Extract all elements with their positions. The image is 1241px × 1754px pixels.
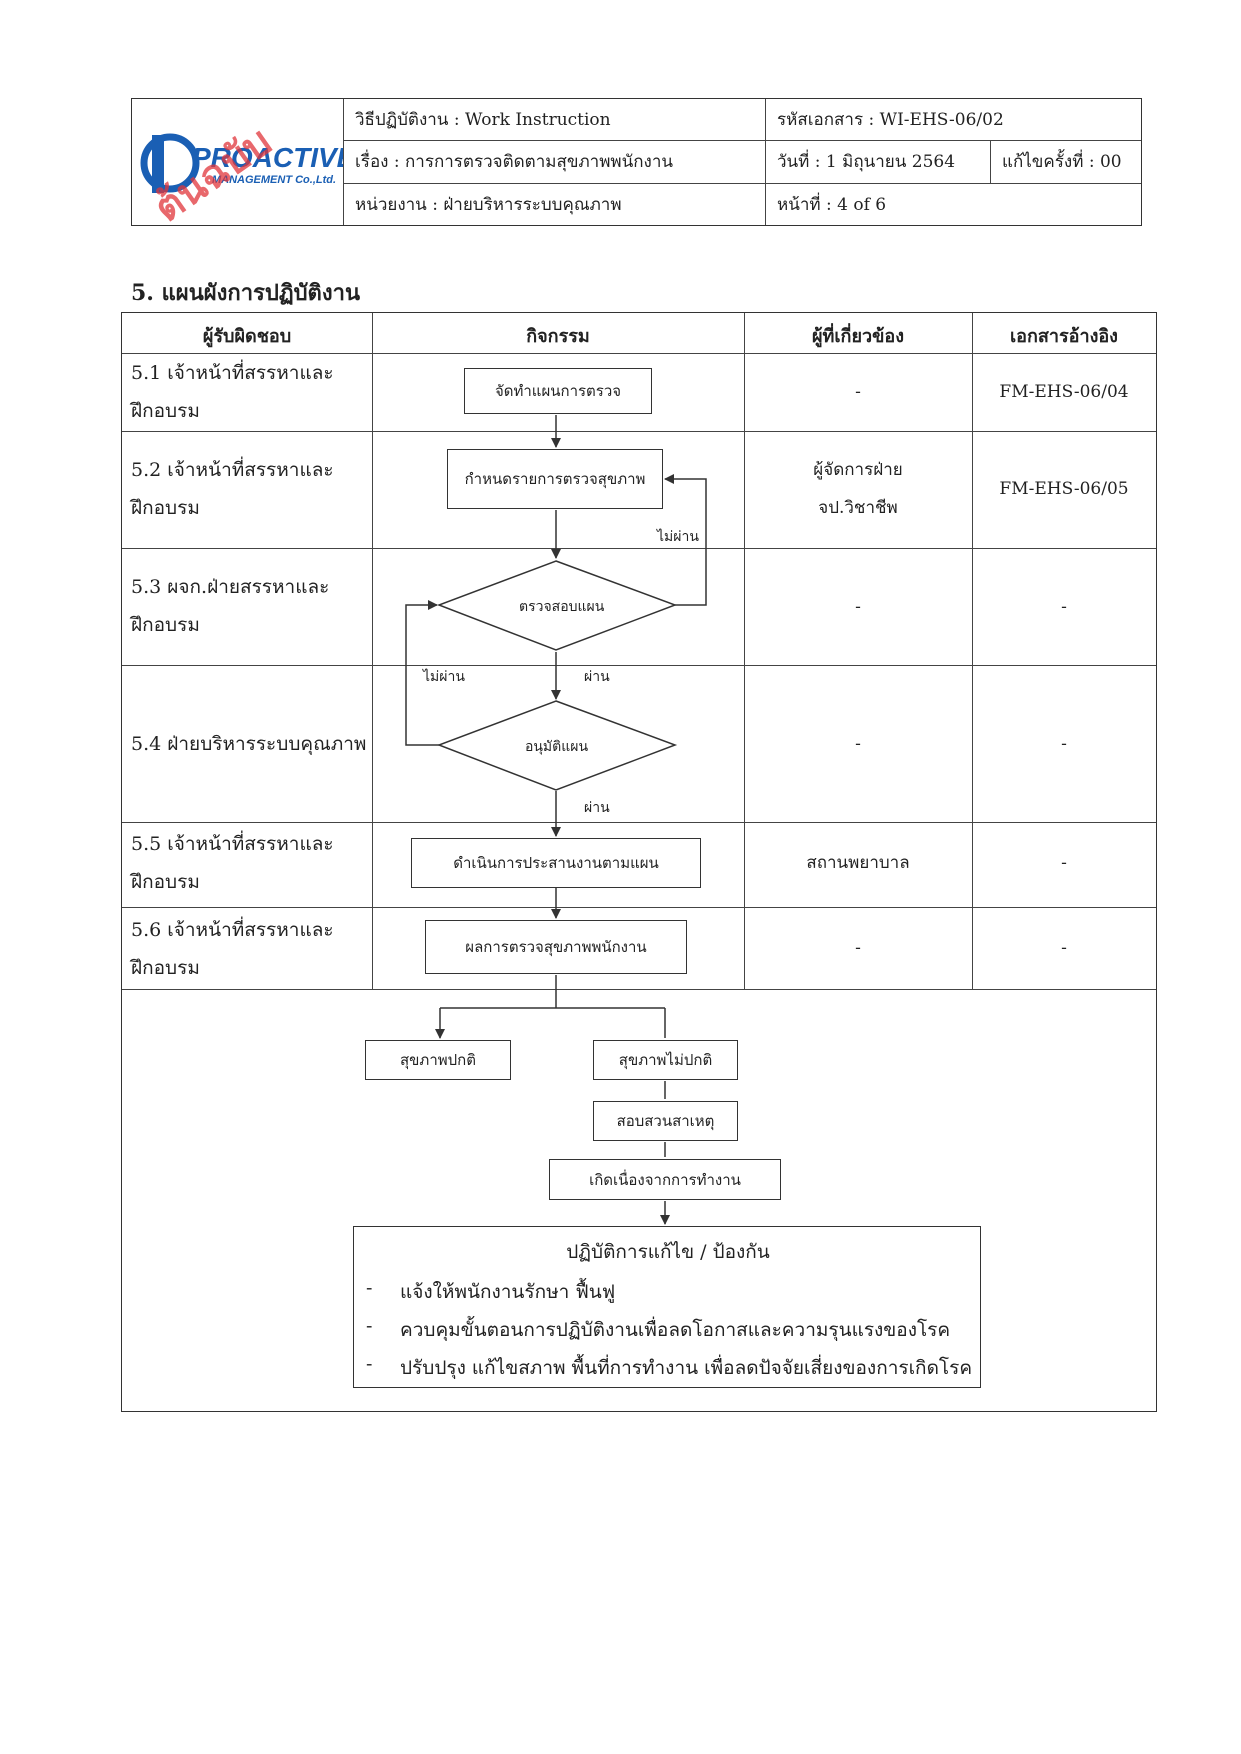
header-divider [990,141,991,183]
column-divider [972,313,973,989]
workflow-table: ผู้รับผิดชอบ กิจกรรม ผู้ที่เกี่ยวข้อง เอ… [121,312,1157,1412]
action-item-1: แจ้งให้พนักงานรักษา ฟื้นฟู [400,1281,616,1303]
corrective-action-title: ปฏิบัติการแก้ไข / ป้องกัน [566,1241,770,1263]
action-bullet: - [366,1315,373,1337]
responsible-5-2: 5.2 เจ้าหน้าที่สรรหาและ ฝึกอบรม [131,459,334,519]
document-code: รหัสเอกสาร : WI-EHS-06/02 [777,110,1004,130]
revision-number: แก้ไขครั้งที่ : 00 [1002,152,1122,172]
responsible-5-3: 5.3 ผจก.ฝ่ายสรรหาและ ฝึกอบรม [131,576,330,636]
header-reference: เอกสารอ้างอิง [1010,326,1118,347]
decision2-fail-label: ไม่ผ่าน [423,669,465,685]
row-divider [122,665,1156,666]
subject-label: เรื่อง : การการตรวจติดตามสุขภาพพนักงาน [355,152,674,172]
related-5-2: ผู้จัดการฝ่าย จป.วิชาชีพ [813,460,903,518]
related-5-6: - [855,938,861,958]
header-activity: กิจกรรม [526,326,590,347]
arrow-decision1-fail [664,474,707,606]
reference-5-5: - [1061,853,1067,873]
header-related: ผู้ที่เกี่ยวข้อง [811,326,905,347]
row-divider [122,907,1156,908]
page-number: หน้าที่ : 4 of 6 [777,195,887,215]
decision1-pass-label: ผ่าน [584,669,610,685]
decision1-diamond [436,560,678,651]
decision1-fail-label: ไม่ผ่าน [657,529,699,545]
company-logo: PROACTIVE MANAGEMENT Co.,Ltd. ต้นฉบับ [132,99,357,232]
step2-box: กำหนดรายการตรวจสุขภาพ [447,449,663,509]
action-item-2: ควบคุมขั้นตอนการปฏิบัติงานเพื่อลดโอกาสแล… [400,1319,951,1341]
header-divider [765,99,766,225]
related-5-1: - [855,382,861,402]
step5-box: ดำเนินการประสานงานตามแผน [411,838,701,888]
work-related-box: เกิดเนื่องจากการทำงาน [549,1159,781,1200]
reference-5-6: - [1061,938,1067,958]
responsible-5-6: 5.6 เจ้าหน้าที่สรรหาและ ฝึกอบรม [131,919,334,979]
action-item-3: ปรับปรุง แก้ไขสภาพ พื้นที่การทำงาน เพื่อ… [400,1357,973,1379]
action-bullet: - [366,1277,373,1299]
reference-5-2: FM-EHS-06/05 [999,479,1129,499]
row-divider [122,431,1156,432]
arrow-decision2-fail [405,600,439,746]
responsible-5-5: 5.5 เจ้าหน้าที่สรรหาและ ฝึกอบรม [131,833,334,893]
step1-box: จัดทำแผนการตรวจ [464,368,652,414]
procedure-label: วิธีปฏิบัติงาน : Work Instruction [355,110,611,130]
document-date: วันที่ : 1 มิถุนายน 2564 [777,152,956,172]
document-header: PROACTIVE MANAGEMENT Co.,Ltd. ต้นฉบับ วิ… [131,98,1142,232]
step6-box: ผลการตรวจสุขภาพพนักงาน [425,920,687,974]
action-bullet: - [366,1353,373,1375]
column-divider [744,313,745,989]
header-divider [343,183,1141,184]
logo-subtitle: MANAGEMENT Co.,Ltd. [212,174,336,186]
reference-5-4: - [1061,734,1067,754]
responsible-5-4: 5.4 ฝ่ายบริหารระบบคุณภาพ [131,733,367,755]
row-divider [122,353,1156,354]
related-5-5: สถานพยาบาล [806,853,910,873]
row-divider [122,548,1156,549]
corrective-action-box: ปฏิบัติการแก้ไข / ป้องกัน - แจ้งให้พนักง… [353,1226,981,1388]
decision1-text: ตรวจสอบแผน [519,599,605,615]
row-divider [122,989,1156,990]
logo-name: PROACTIVE [192,142,344,173]
section-title: 5. แผนผังการปฏิบัติงาน [131,280,360,306]
proactive-logo-graphic: PROACTIVE MANAGEMENT Co.,Ltd. ต้นฉบับ [140,119,357,232]
normal-health-box: สุขภาพปกติ [365,1040,511,1080]
department-label: หน่วยงาน : ฝ่ายบริหารระบบคุณภาพ [355,195,622,215]
decision2-diamond [436,700,678,791]
decision2-text: อนุมัติแผน [524,739,589,755]
investigate-box: สอบสวนสาเหตุ [593,1101,738,1141]
decision2-pass-label: ผ่าน [584,800,610,816]
related-5-3: - [855,597,861,617]
row-divider [122,822,1156,823]
reference-5-3: - [1061,597,1067,617]
column-divider [372,313,373,989]
header-responsible: ผู้รับผิดชอบ [202,326,292,347]
header-divider [343,140,1141,141]
responsible-5-1: 5.1 เจ้าหน้าที่สรรหาและ ฝึกอบรม [131,362,334,422]
reference-5-1: FM-EHS-06/04 [999,382,1129,402]
abnormal-health-box: สุขภาพไม่ปกติ [593,1040,738,1080]
header-divider [343,99,344,225]
related-5-4: - [855,734,861,754]
